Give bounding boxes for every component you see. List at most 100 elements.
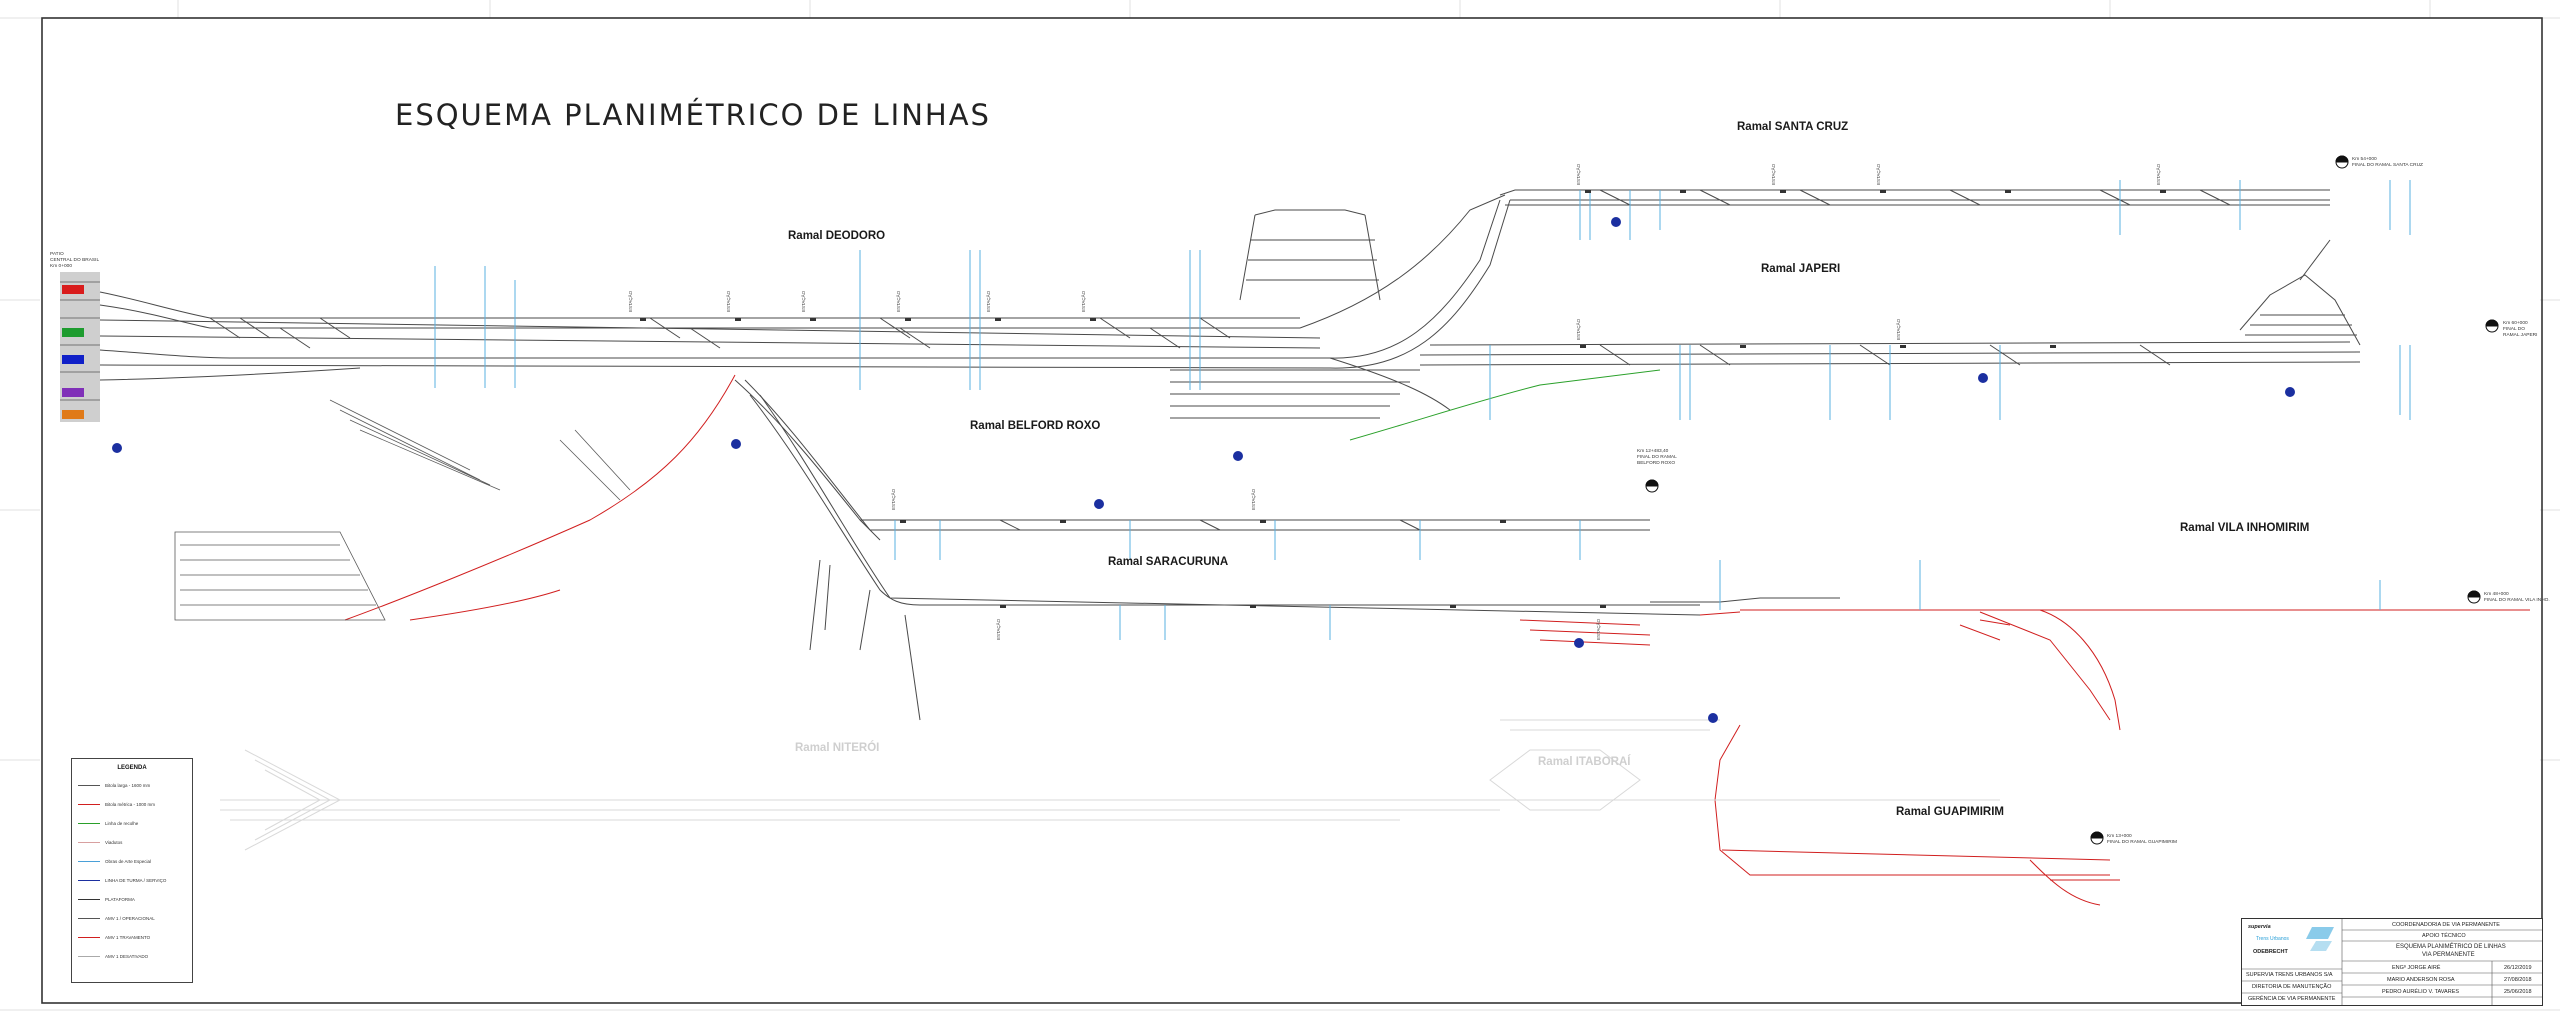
date-3: 25/06/2018: [2504, 989, 2532, 995]
label-ramal-santa-cruz: Ramal SANTA CRUZ: [1737, 121, 1849, 133]
drawing-title-line2: VIA PERMANENTE: [2422, 952, 2475, 958]
end-label-line: Km 54+000: [2352, 157, 2377, 162]
legend-swatch: [78, 842, 100, 844]
legend-item: LINHA DE TURMA / SERVIÇO: [78, 878, 166, 883]
legend-label: LINHA DE TURMA / SERVIÇO: [105, 878, 167, 883]
end-label-line: Km 12+483,40: [1637, 449, 1669, 454]
start-label-line: CENTRAL DO BRASIL: [50, 258, 100, 263]
odebrecht-logo: ODEBRECHT: [2253, 949, 2288, 955]
legend-swatch: [78, 899, 100, 901]
station-labels: ESTAÇÃO ESTAÇÃO ESTAÇÃO ESTAÇÃO ESTAÇÃO …: [627, 163, 2161, 640]
svg-text:ESTAÇÃO: ESTAÇÃO: [890, 488, 896, 510]
legend-item: Obras de Arte Especial: [78, 859, 151, 864]
legend-item: AMV 1 DESATIVADO: [78, 954, 148, 959]
end-label-line: FINAL DO RAMAL GUAPIMIRIM: [2107, 840, 2178, 845]
legend-item: AMV 1 TRAVAMENTO: [78, 935, 150, 940]
legend-label: Obras de Arte Especial: [105, 859, 152, 864]
ramal-saracuruna-tracks: [749, 394, 1840, 616]
saracuruna-spurs: [809, 559, 921, 721]
end-label-line: FINAL DO RAMAL VILA INHO.: [2484, 598, 2550, 603]
legend-label: Bitola métrica - 1000 mm: [105, 802, 156, 807]
legend-item: Linha de recolhe: [78, 821, 138, 826]
coordination: COORDENADORIA DE VIA PERMANENTE: [2392, 922, 2500, 928]
title-block-grid: [2242, 919, 2542, 1005]
legend-label: AMV 1 TRAVAMENTO: [105, 935, 151, 940]
svg-text:ESTAÇÃO: ESTAÇÃO: [1250, 488, 1256, 510]
deodoro-yard-lower: [174, 399, 631, 621]
drawing-title-line1: ESQUEMA PLANIMÉTRICO DE LINHAS: [2396, 944, 2506, 950]
end-label-line: Km 48+000: [2484, 592, 2509, 597]
legend-swatch: [78, 804, 100, 806]
end-label-line: FINAL DO RAMAL SANTA CRUZ: [2352, 163, 2423, 168]
label-ramal-guapimirim: Ramal GUAPIMIRIM: [1896, 806, 2004, 818]
approved-by: PEDRO AURÉLIO V. TAVARES: [2382, 989, 2460, 995]
date-1: 26/12/2019: [2504, 965, 2532, 971]
legend-title: LEGENDA: [117, 765, 147, 771]
svg-text:ESTAÇÃO: ESTAÇÃO: [1875, 163, 1881, 185]
svg-text:ESTAÇÃO: ESTAÇÃO: [995, 618, 1001, 640]
svg-text:ESTAÇÃO: ESTAÇÃO: [1575, 318, 1581, 340]
obra-de-arte-lines: [434, 180, 2411, 640]
end-label-vila-inhomirim: Km 48+000 FINAL DO RAMAL VILA INHO.: [2484, 592, 2550, 604]
date-2: 27/08/2018: [2504, 977, 2532, 983]
meter-gauge-lines: [344, 374, 2530, 906]
svg-text:ESTAÇÃO: ESTAÇÃO: [985, 290, 991, 312]
legend-label: AMV 1 DESATIVADO: [105, 954, 149, 959]
ramal-deodoro-tracks: [99, 194, 1511, 419]
sheet-border: [41, 17, 2543, 1004]
svg-text:ESTAÇÃO: ESTAÇÃO: [725, 290, 731, 312]
svg-text:ESTAÇÃO: ESTAÇÃO: [895, 290, 901, 312]
ramal-belford-roxo-tracks: [734, 379, 1650, 541]
legend-swatch: [78, 880, 100, 882]
legend-swatch: [78, 823, 100, 825]
station-markers: [640, 190, 2166, 608]
ramal-santa-cruz-tracks: [1499, 189, 2330, 206]
label-ramal-itaborai: Ramal ITABORAÍ: [1538, 756, 1631, 768]
company-name: SUPERVIA TRENS URBANOS S/A: [2246, 972, 2333, 978]
legend-swatch: [78, 918, 100, 920]
label-ramal-belford-roxo: Ramal BELFORD ROXO: [970, 420, 1101, 432]
ramal-niteroi-faded: [220, 719, 2000, 851]
supervia-logo: supervia: [2248, 924, 2271, 930]
directorate: DIRETORIA DE MANUTENÇÃO: [2252, 984, 2332, 990]
svg-text:ESTAÇÃO: ESTAÇÃO: [1595, 618, 1601, 640]
turma-badges: [112, 217, 2295, 723]
supervia-logo-mark: [2306, 927, 2334, 951]
end-label-line: Km 60+000: [2503, 321, 2528, 326]
title-block: supervia Trens Urbanos ODEBRECHT SUPERVI…: [2241, 918, 2543, 1006]
management: GERÊNCIA DE VIA PERMANENTE: [2248, 996, 2336, 1002]
drawing-title: ESQUEMA PLANIMÉTRICO DE LINHAS: [395, 98, 991, 132]
end-label-belford-roxo: Km 12+483,40 FINAL DO RAMAL BELFORD ROXO: [1637, 449, 1677, 467]
legend-swatch: [78, 785, 100, 787]
end-label-line: FINAL DO: [2503, 327, 2525, 332]
central-station-platforms: [60, 272, 100, 422]
legend-swatch: [78, 937, 100, 939]
legend-item: Bitola métrica - 1000 mm: [78, 802, 155, 807]
legend-item: AMV 1 / OPERACIONAL: [78, 916, 155, 921]
checked-by: MARIO ANDERSON ROSA: [2387, 977, 2455, 983]
legend-item: Bitola larga - 1600 mm: [78, 783, 150, 788]
end-label-line: BELFORD ROXO: [1637, 461, 1676, 466]
ramal-japeri-recolhe: [1349, 369, 1661, 441]
end-label-line: Km 13+000: [2107, 834, 2132, 839]
svg-text:ESTAÇÃO: ESTAÇÃO: [1770, 163, 1776, 185]
support: APOIO TÉCNICO: [2422, 933, 2466, 939]
end-label-japeri: Km 60+000 FINAL DO RAMAL JAPERI: [2503, 321, 2537, 339]
label-ramal-deodoro: Ramal DEODORO: [788, 230, 886, 242]
supervia-subtitle: Trens Urbanos: [2256, 936, 2289, 942]
label-ramal-vila-inhomirim: Ramal VILA INHOMIRIM: [2180, 522, 2310, 534]
start-label-line: PATIO: [50, 252, 64, 257]
end-label-line: RAMAL JAPERI: [2503, 333, 2538, 338]
drawn-by: ENGº JORGE AIRÉ: [2392, 965, 2441, 971]
legend-box: LEGENDA Bitola larga - 1600 mm Bitola mét…: [71, 758, 193, 983]
start-label-line: Km 0+000: [50, 264, 73, 269]
legend-label: PLATAFORMA: [105, 897, 135, 902]
svg-text:ESTAÇÃO: ESTAÇÃO: [1895, 318, 1901, 340]
svg-text:ESTAÇÃO: ESTAÇÃO: [627, 290, 633, 312]
svg-text:ESTAÇÃO: ESTAÇÃO: [1080, 290, 1086, 312]
svg-text:ESTAÇÃO: ESTAÇÃO: [2155, 163, 2161, 185]
end-label-santa-cruz: Km 54+000 FINAL DO RAMAL SANTA CRUZ: [2352, 157, 2423, 169]
end-label-line: FINAL DO RAMAL: [1637, 455, 1677, 460]
legend-label: AMV 1 / OPERACIONAL: [105, 916, 155, 921]
